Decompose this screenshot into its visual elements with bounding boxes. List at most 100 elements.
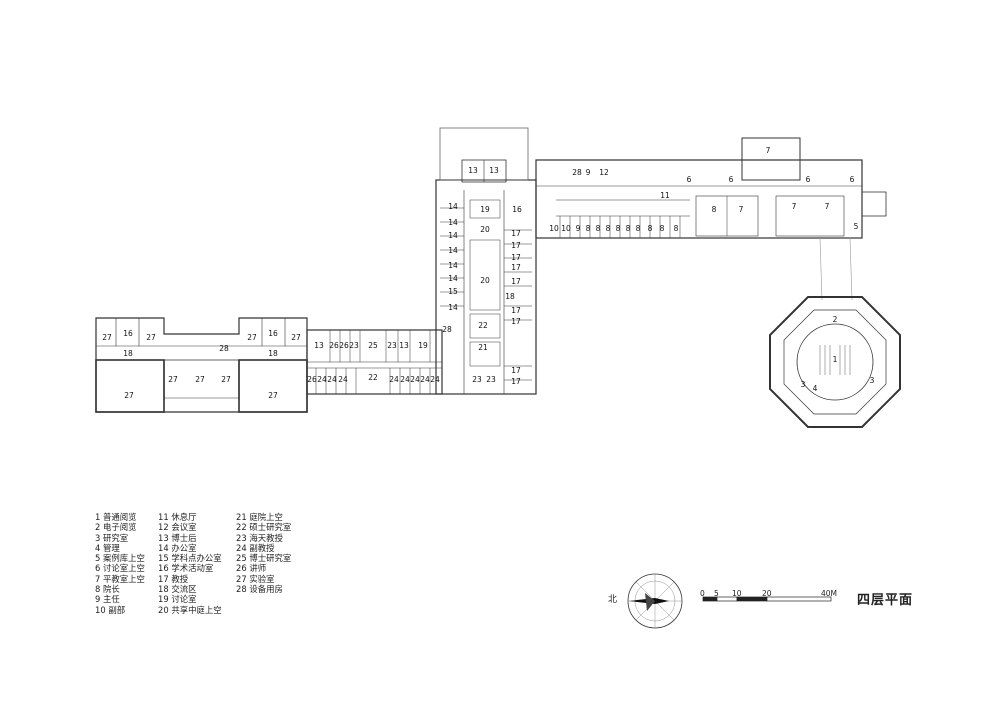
legend-item: 10 副部 xyxy=(95,604,126,615)
legend-item: 3 研究室 xyxy=(95,532,129,543)
legend-item: 20 共享中庭上空 xyxy=(158,604,222,615)
legend-item: 25 博士研究室 xyxy=(236,553,292,564)
legend-item: 24 副教授 xyxy=(236,542,275,553)
legend-item: 1 普通阅览 xyxy=(95,512,137,522)
legend-item: 19 讨论室 xyxy=(158,594,197,605)
room-label: 24 xyxy=(400,375,410,384)
legend-item: 9 主任 xyxy=(95,594,120,605)
room-label: 12 xyxy=(599,168,609,177)
room-label: 6 xyxy=(850,175,855,184)
room-label: 22 xyxy=(368,373,378,382)
compass-rose xyxy=(627,573,683,629)
room-label: 18 xyxy=(268,349,278,358)
room-label: 7 xyxy=(792,202,797,211)
room-label: 14 xyxy=(448,303,458,312)
scale-tick-10: 10 xyxy=(732,589,742,598)
legend-item: 23 海天教授 xyxy=(236,532,283,543)
room-label: 9 xyxy=(586,168,591,177)
room-label: 24 xyxy=(430,375,440,384)
room-label: 8 xyxy=(616,224,621,233)
legend-item: 2 电子阅览 xyxy=(95,522,137,533)
room-label: 8 xyxy=(712,205,717,214)
room-label: 21 xyxy=(478,343,488,352)
room-label: 5 xyxy=(854,222,859,231)
room-label: 27 xyxy=(124,391,134,400)
room-label: 13 xyxy=(399,341,409,350)
room-label: 1 xyxy=(833,355,838,364)
room-label: 24 xyxy=(410,375,420,384)
room-label: 24 xyxy=(327,375,337,384)
room-label: 27 xyxy=(247,333,257,342)
north-label: 北 xyxy=(608,595,618,605)
room-label: 14 xyxy=(448,246,458,255)
room-label: 24 xyxy=(420,375,430,384)
west-wing-bay-right xyxy=(238,359,308,413)
room-label: 17 xyxy=(511,377,521,386)
scale-tick-0: 0 xyxy=(700,589,705,598)
room-label: 17 xyxy=(511,241,521,250)
room-label: 16 xyxy=(123,329,133,338)
room-label: 24 xyxy=(338,375,348,384)
legend-item: 15 学科点办公室 xyxy=(158,553,222,564)
scale-bar xyxy=(702,596,832,602)
room-label: 19 xyxy=(480,205,490,214)
legend-item: 27 实验室 xyxy=(236,573,275,584)
room-label: 17 xyxy=(511,263,521,272)
room-label: 7 xyxy=(739,205,744,214)
legend-column-2: 11 休息厅 12 会议室 13 博士后 14 办公室 15 学科点办公室 16… xyxy=(158,512,222,615)
page-title: 四层平面 xyxy=(857,593,914,608)
west-wing-outline xyxy=(95,317,308,413)
legend-item: 26 讲师 xyxy=(236,563,267,574)
room-label: 22 xyxy=(478,321,488,330)
room-label: 4 xyxy=(813,384,818,393)
room-label: 2 xyxy=(833,315,838,324)
room-label: 7 xyxy=(766,146,771,155)
legend-column-3: 21 庭院上空 22 硕士研究室 23 海天教授 24 副教授 25 博士研究室… xyxy=(236,512,291,594)
room-label: 17 xyxy=(511,366,521,375)
room-label: 3 xyxy=(870,376,875,385)
legend-item: 16 学术活动室 xyxy=(158,563,214,574)
room-label: 25 xyxy=(368,341,378,350)
room-label: 6 xyxy=(806,175,811,184)
room-label: 16 xyxy=(512,205,522,214)
west-wing-bay-left xyxy=(95,359,165,413)
room-label: 20 xyxy=(480,225,490,234)
room-label: 20 xyxy=(480,276,490,285)
room-label: 17 xyxy=(511,317,521,326)
legend-item: 6 讨论室上空 xyxy=(95,563,145,574)
room-label: 26 xyxy=(339,341,349,350)
octagon-reading-room xyxy=(769,296,901,428)
room-label: 27 xyxy=(221,375,231,384)
legend-item: 4 管理 xyxy=(95,542,120,553)
legend-item: 18 交流区 xyxy=(158,584,197,595)
room-label: 18 xyxy=(505,292,515,301)
room-label: 28 xyxy=(572,168,582,177)
room-label: 14 xyxy=(448,231,458,240)
room-label: 9 xyxy=(576,224,581,233)
room-label: 11 xyxy=(660,191,670,200)
room-label: 14 xyxy=(448,202,458,211)
room-label: 28 xyxy=(219,344,229,353)
scale-tick-5: 5 xyxy=(714,589,719,598)
room-label: 17 xyxy=(511,229,521,238)
room-label: 27 xyxy=(102,333,112,342)
legend-item: 13 博士后 xyxy=(158,532,197,543)
room-label: 6 xyxy=(687,175,692,184)
legend-item: 17 教授 xyxy=(158,573,189,584)
room-label: 8 xyxy=(636,224,641,233)
room-label: 10 xyxy=(561,224,571,233)
room-label: 27 xyxy=(268,391,278,400)
legend-item: 14 办公室 xyxy=(158,542,197,553)
legend-item: 11 休息厅 xyxy=(158,512,197,522)
room-label: 18 xyxy=(123,349,133,358)
room-label: 23 xyxy=(387,341,397,350)
room-label: 28 xyxy=(442,325,452,334)
room-label: 10 xyxy=(549,224,559,233)
room-label: 14 xyxy=(448,274,458,283)
legend-item: 5 案例库上空 xyxy=(95,553,145,564)
room-label: 8 xyxy=(606,224,611,233)
room-label: 27 xyxy=(146,333,156,342)
room-label: 24 xyxy=(317,375,327,384)
room-label: 17 xyxy=(511,277,521,286)
